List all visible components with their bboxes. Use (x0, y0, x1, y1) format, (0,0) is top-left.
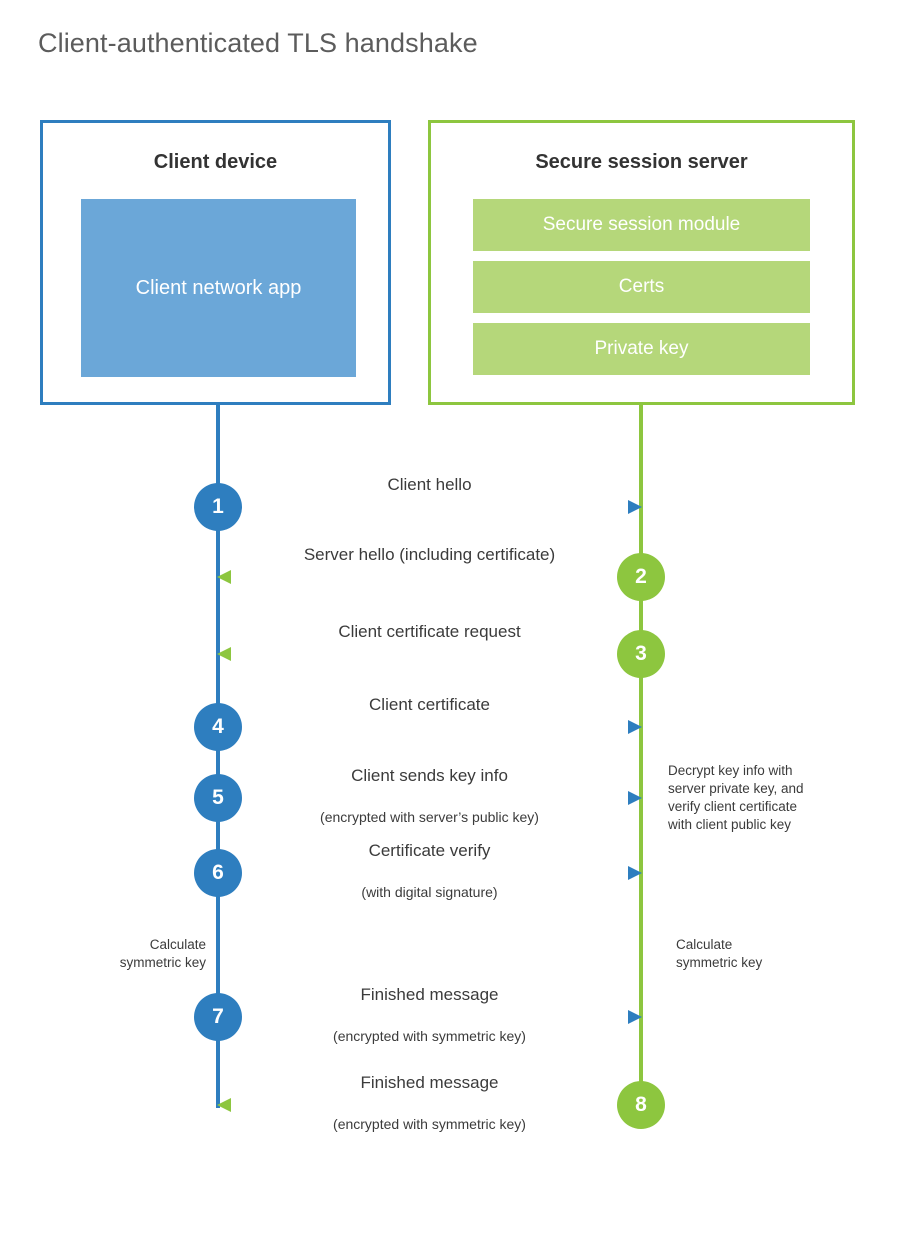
arrowhead-left-icon (217, 1098, 231, 1112)
client-device-box: Client device Client network app (40, 120, 391, 405)
arrowhead-right-icon (628, 866, 642, 880)
client-lifeline (216, 405, 220, 1108)
step-badge-6: 6 (194, 849, 242, 897)
message-label-8: Finished message (360, 1073, 499, 1092)
arrowhead-left-icon (217, 570, 231, 584)
step-badge-5: 5 (194, 774, 242, 822)
arrowhead-right-icon (628, 720, 642, 734)
message-label-1: Client hello (387, 475, 472, 494)
step-badge-7: 7 (194, 993, 242, 1041)
arrowhead-right-icon (628, 1010, 642, 1024)
secure-session-server-title: Secure session server (535, 151, 748, 173)
arrowhead-left-icon (217, 647, 231, 661)
server-component-certs: Certs (473, 261, 810, 313)
secure-session-server-box: Secure session server Secure session mod… (428, 120, 855, 405)
message-label-5: Client sends key info (351, 766, 508, 785)
client-network-app-block: Client network app (81, 199, 356, 377)
server-component-private-key: Private key (473, 323, 810, 375)
client-device-title: Client device (153, 151, 278, 173)
client-calculate-symmetric-key-note: Calculate symmetric key (119, 937, 206, 970)
step-badge-2: 2 (617, 553, 665, 601)
server-component-secure-session-module: Secure session module (473, 199, 810, 251)
step-badge-1: 1 (194, 483, 242, 531)
message-label-2: Server hello (including certificate) (303, 545, 556, 564)
server-calculate-symmetric-key-note: Calculate symmetric key (676, 937, 763, 970)
step-badge-4: 4 (194, 703, 242, 751)
arrowhead-right-icon (628, 791, 642, 805)
server-lifeline (639, 405, 643, 1108)
message-label-7: Finished message (360, 985, 499, 1004)
step-badge-8: 8 (617, 1081, 665, 1129)
message-label-4: Client certificate (369, 695, 490, 714)
arrowhead-right-icon (628, 500, 642, 514)
step-badge-3: 3 (617, 630, 665, 678)
message-label-6: Certificate verify (368, 841, 491, 860)
message-sublabel-5: (encrypted with server’s public key) (320, 809, 539, 825)
message-sublabel-6: (with digital signature) (361, 884, 498, 900)
message-sublabel-7: (encrypted with symmetric key) (333, 1028, 526, 1044)
message-sublabel-8: (encrypted with symmetric key) (333, 1116, 526, 1132)
message-label-3: Client certificate request (338, 622, 521, 641)
server-decrypt-note: Decrypt key info with server private key… (668, 763, 804, 832)
page-title: Client-authenticated TLS handshake (38, 28, 478, 58)
